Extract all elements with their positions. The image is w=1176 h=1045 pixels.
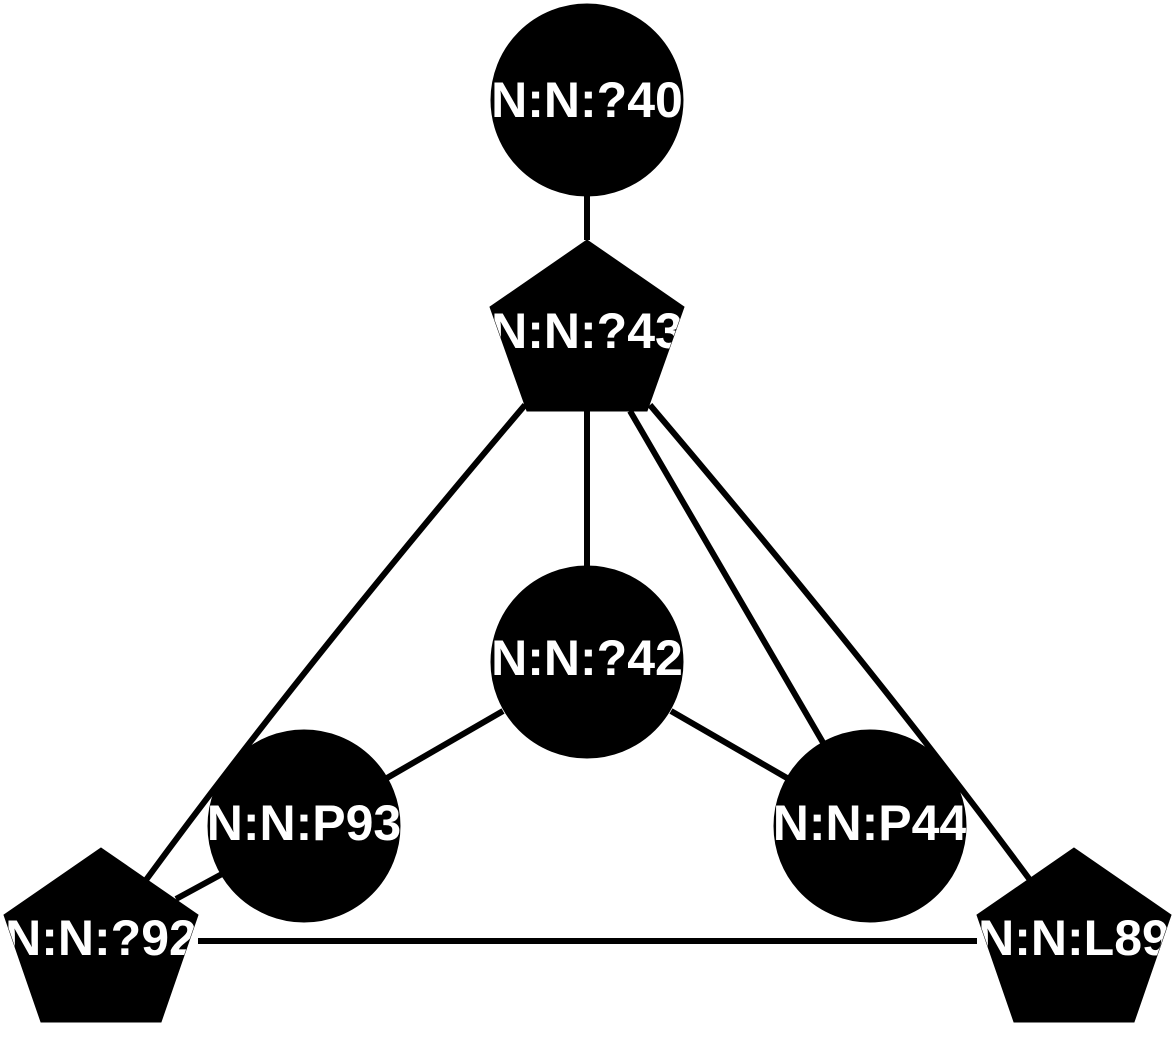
node-n292-shape — [3, 847, 199, 1023]
node-n292-label: N:N:?92 — [5, 910, 197, 966]
node-l89-shape — [976, 847, 1172, 1023]
node-n240[interactable]: N:N:?40 — [490, 3, 684, 197]
edge-n243-n292 — [143, 403, 528, 882]
node-n242-shape — [490, 565, 684, 759]
node-p93-label: N:N:P93 — [207, 795, 401, 851]
edge-n243-l89 — [647, 403, 1033, 882]
node-p93-shape — [207, 729, 401, 923]
node-p44-label: N:N:P44 — [773, 795, 968, 851]
edge-n243-p44 — [627, 409, 828, 748]
edge-n242-p93 — [385, 708, 505, 781]
node-p93[interactable]: N:N:P93 — [207, 729, 401, 923]
node-l89[interactable]: N:N:L89 — [976, 847, 1172, 1023]
edges — [143, 196, 1033, 944]
node-p44-shape — [773, 729, 967, 923]
node-n292[interactable]: N:N:?92 — [3, 847, 199, 1023]
node-n243-shape — [489, 239, 685, 412]
node-l89-label: N:N:L89 — [978, 910, 1170, 966]
node-n240-label: N:N:?40 — [491, 72, 683, 128]
edge-p93-n292 — [174, 871, 224, 902]
node-n243-label: N:N:?43 — [491, 303, 683, 359]
edge-n242-p44 — [669, 708, 789, 781]
node-n242[interactable]: N:N:?42 — [490, 565, 684, 759]
node-n242-label: N:N:?42 — [491, 630, 683, 686]
node-n243[interactable]: N:N:?43 — [489, 239, 685, 412]
node-n240-shape — [490, 3, 684, 197]
node-p44[interactable]: N:N:P44 — [773, 729, 968, 923]
